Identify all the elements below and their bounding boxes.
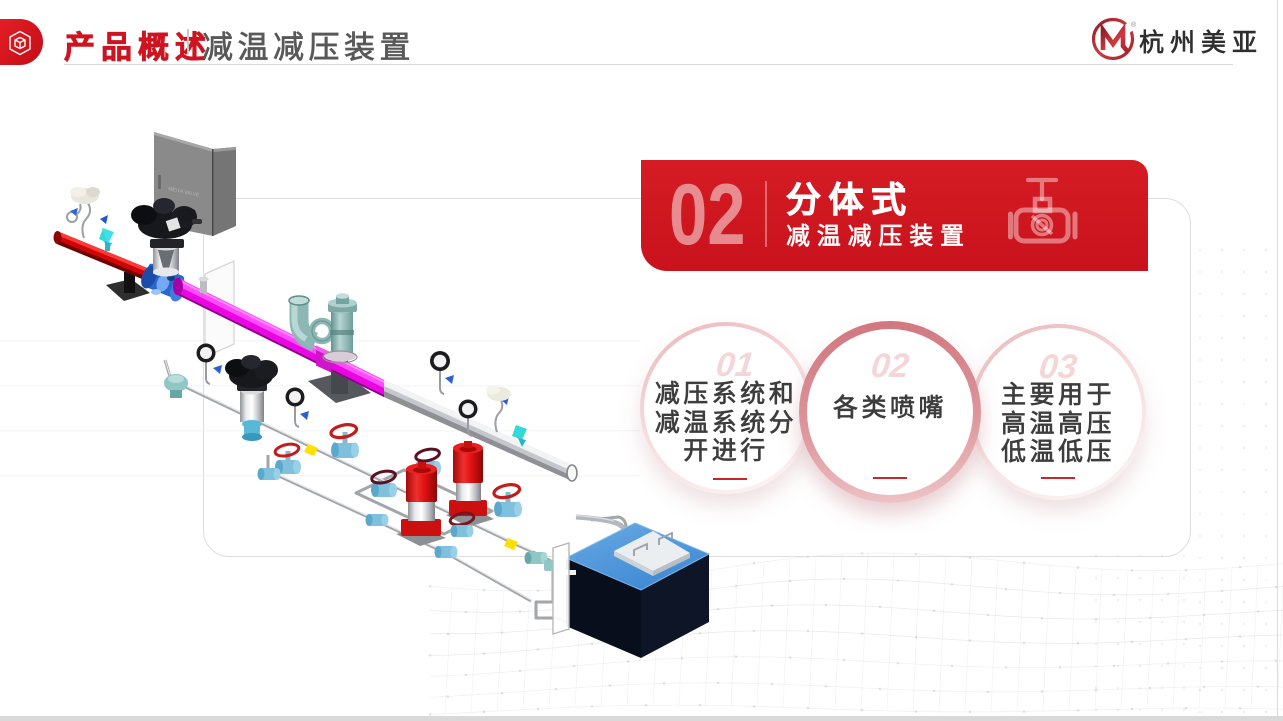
svg-text:®: ® [1131,21,1137,29]
